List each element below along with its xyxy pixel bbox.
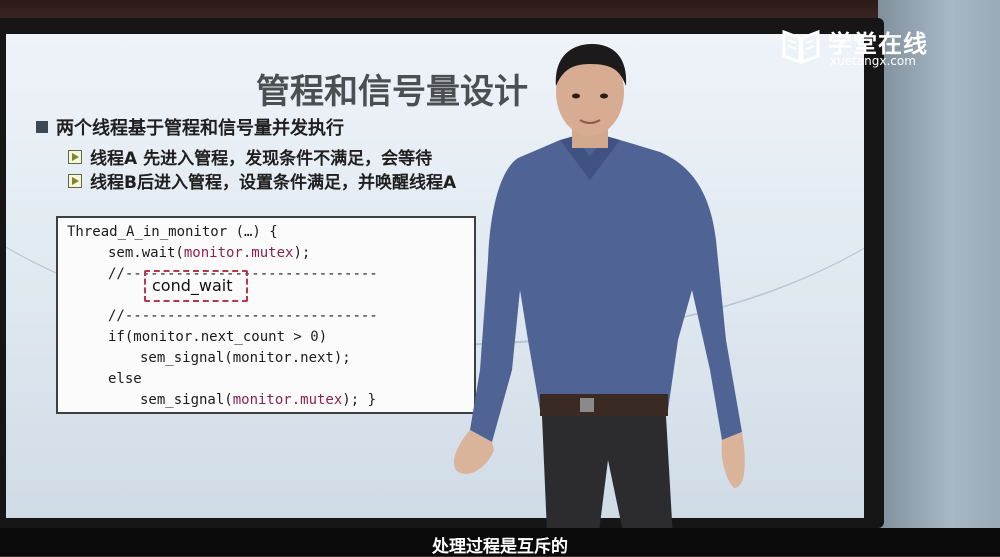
sub-bullet-text: 线程B后进入管程，设置条件满足，并唤醒线程A [90,173,457,193]
bullet-main-text: 两个线程基于管程和信号量并发执行 [56,118,344,139]
presenter-figure [453,44,745,556]
comment-prefix: //- [108,308,134,324]
code-line-signal-next: sem_signal(monitor.next); [140,350,351,366]
code-line-if: if(monitor.next_count > 0) [108,329,328,345]
comment-dashes: ----------------------------- [133,308,378,324]
code-keyword: monitor.mutex [232,392,343,408]
logo-brand-text: 学堂在线 [828,30,928,58]
slide-screen: 管程和信号量设计 两个线程基于管程和信号量并发执行 线程A 先进入管程，发现条件… [6,34,864,518]
sub-bullet-thread-b: 线程B后进入管程，设置条件满足，并唤醒线程A [68,168,456,193]
subtitle-bar [0,528,1000,556]
triangle-bullet-icon [68,150,82,164]
code-line-else: else [108,371,142,387]
triangle-bullet-icon [68,174,82,188]
code-separator-bottom: //------------------------------ [108,308,378,324]
presenter-body [453,122,745,556]
book-logo-icon [782,29,820,65]
video-subtitle: 处理过程是互斥的 [432,537,568,557]
slide-title: 管程和信号量设计 [256,72,528,112]
code-text: sem_signal( [140,392,233,408]
code-line-wait: sem.wait(monitor.mutex); [108,245,310,261]
xuetangx-logo: 学堂在线 xuetangx.com [780,22,960,74]
code-block: Thread_A_in_monitor (…) { sem.wait(monit… [56,216,476,414]
sub-bullet-thread-a: 线程A 先进入管程，发现条件不满足，会等待 [68,144,432,169]
code-line-signal-mutex: sem_signal(monitor.mutex); } [140,392,376,408]
code-text: sem.wait( [108,245,184,261]
bullet-main: 两个线程基于管程和信号量并发执行 [36,114,344,140]
cond-wait-box [144,270,248,302]
logo-url-text: xuetangx.com [830,54,916,68]
code-text: ); [293,245,311,261]
code-line-function: Thread_A_in_monitor (…) { [67,224,278,240]
square-bullet-icon [36,121,48,133]
comment-prefix: //- [108,266,134,282]
code-keyword: monitor.mutex [183,245,294,261]
studio-wall [878,0,1000,556]
cond-wait-label: cond_wait [152,276,233,295]
sub-bullet-text: 线程A 先进入管程，发现条件不满足，会等待 [90,149,433,169]
code-text: ); } [342,392,377,408]
presenter-head [555,44,627,136]
